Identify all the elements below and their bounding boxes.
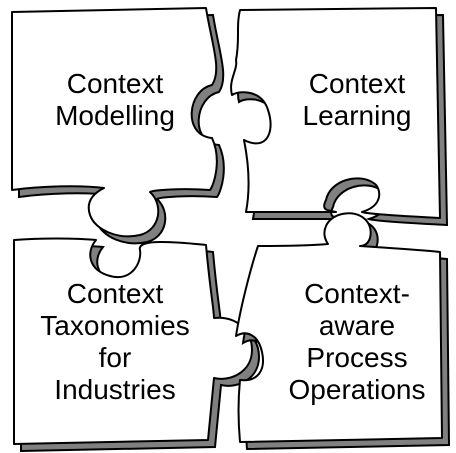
label-line: for [98, 342, 132, 373]
label-line: Context [66, 68, 164, 99]
label-line: Context [308, 68, 406, 99]
label-line: Learning [302, 100, 412, 131]
puzzle-piece-bottom-left [13, 237, 261, 453]
puzzle-piece-bottom-right [235, 212, 451, 451]
label-context-taxonomies: Context Taxonomies for Industries [30, 278, 200, 406]
label-line: Process [306, 342, 408, 373]
label-context-modelling: Context Modelling [40, 68, 190, 132]
label-line: aware [318, 310, 396, 341]
label-line: Operations [288, 374, 426, 405]
puzzle-piece-top-left [11, 7, 225, 245]
label-line: Modelling [55, 100, 175, 131]
label-line: Context [66, 278, 164, 309]
label-line: Taxonomies [40, 310, 190, 341]
label-context-learning: Context Learning [282, 68, 432, 132]
puzzle-piece-top-right [230, 7, 449, 227]
label-line: Industries [54, 374, 176, 405]
label-line: Context- [304, 278, 410, 309]
label-context-aware-process: Context- aware Process Operations [272, 278, 442, 406]
